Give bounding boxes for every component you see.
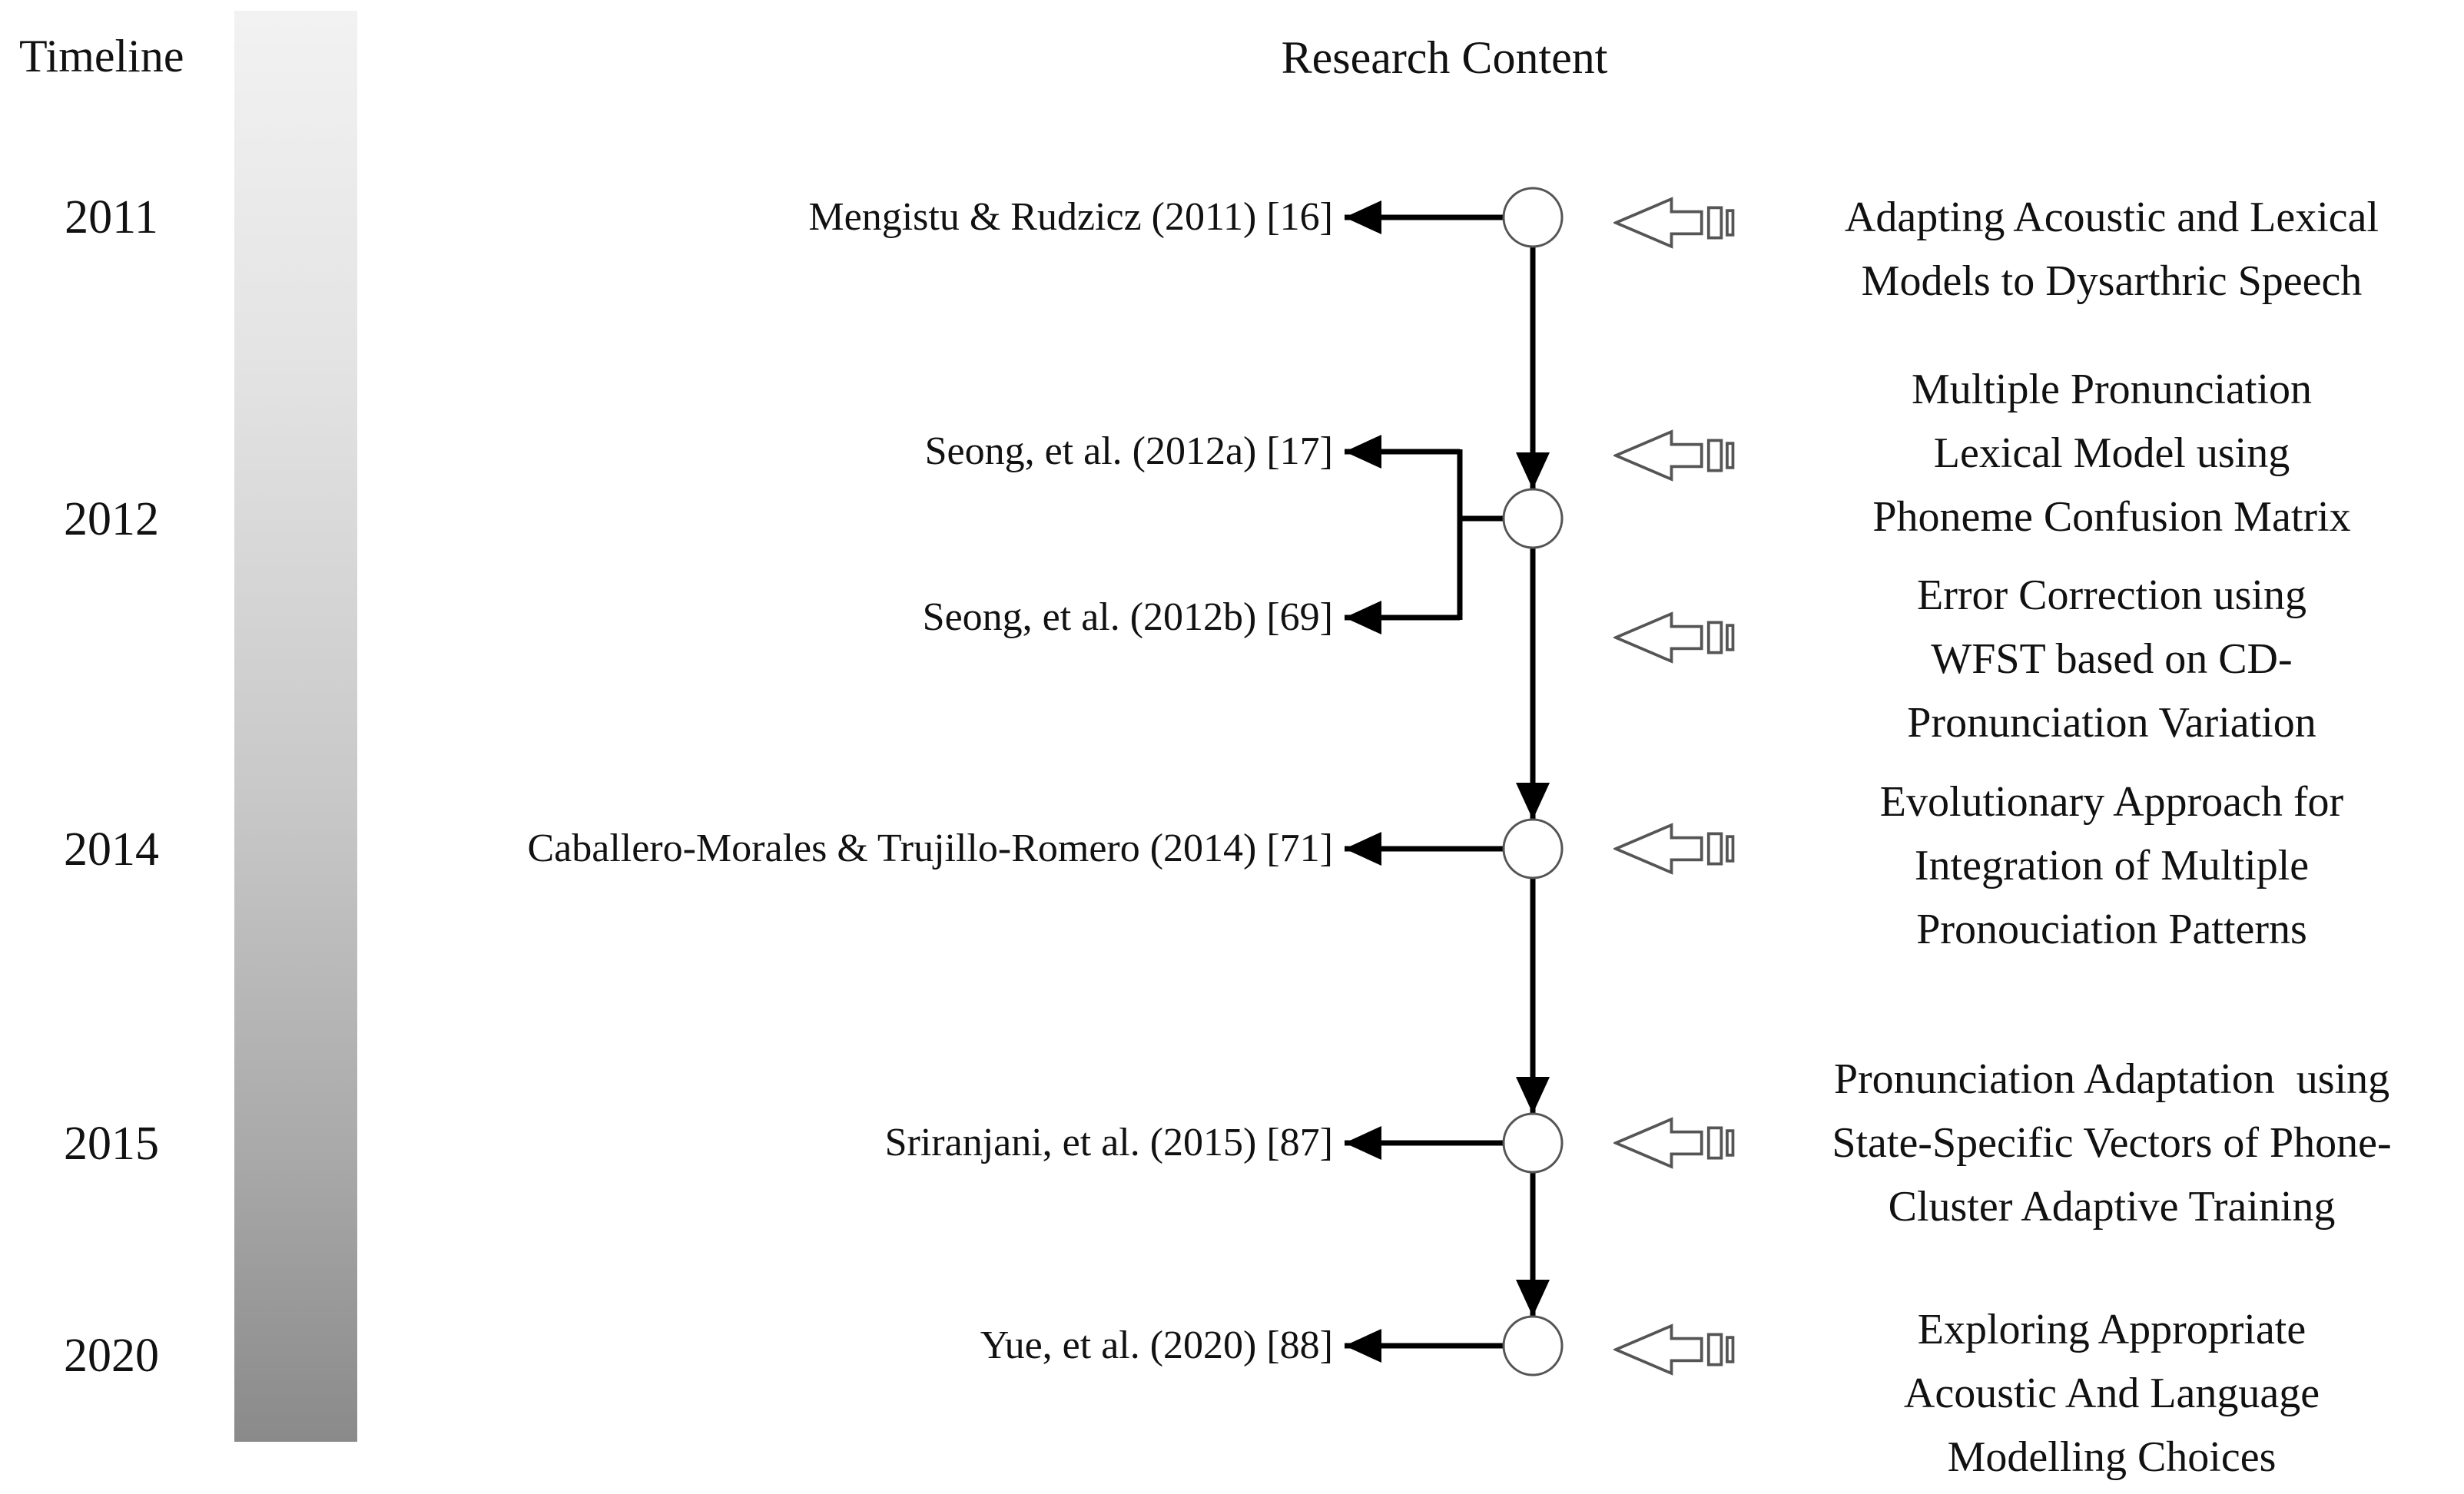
- year-label-2014: 2014: [64, 823, 159, 876]
- pointer-left-icon: [1614, 1324, 1735, 1375]
- node-circle-2011: [1502, 187, 1564, 248]
- pointer-left-icon: [1614, 1118, 1735, 1168]
- node-circle-2015: [1502, 1112, 1564, 1174]
- citation-seong-2012a: Seong, et al. (2012a) [17]: [924, 429, 1333, 473]
- pointer-left-icon: [1614, 612, 1735, 663]
- citation-yue: Yue, et al. (2020) [88]: [980, 1323, 1333, 1367]
- content-exploring-modelling: Exploring Appropriate Acoustic And Langu…: [1903, 1306, 2320, 1481]
- citation-caballero-morales: Caballero-Morales & Trujillo-Romero (201…: [527, 827, 1333, 870]
- node-circle-2012: [1502, 488, 1564, 549]
- content-multiple-pronunciation: Multiple Pronunciation Lexical Model usi…: [1872, 366, 2351, 541]
- node-circle-2014: [1502, 818, 1564, 880]
- content-pronunciation-adaptation: Pronunciation Adaptation using State-Spe…: [1832, 1055, 2392, 1231]
- year-label-2015: 2015: [64, 1118, 159, 1170]
- research-content-column-header: Research Content: [1281, 32, 1608, 83]
- timeline-column-header: Timeline: [19, 31, 184, 81]
- timeline-gradient-bar: [234, 11, 357, 1442]
- content-adapting-models: Adapting Acoustic and Lexical Models to …: [1844, 194, 2379, 305]
- year-label-2020: 2020: [64, 1330, 159, 1382]
- year-label-2012: 2012: [64, 493, 159, 545]
- content-error-correction: Error Correction using WFST based on CD-…: [1907, 571, 2316, 747]
- citation-sriranjani: Sriranjani, et al. (2015) [87]: [884, 1121, 1333, 1164]
- pointer-left-icon: [1614, 430, 1735, 481]
- pointer-left-icon: [1614, 823, 1735, 874]
- node-circle-2020: [1502, 1315, 1564, 1376]
- pointer-left-icon: [1614, 197, 1735, 248]
- content-evolutionary-approach: Evolutionary Approach for Integration of…: [1879, 778, 2344, 953]
- citation-seong-2012b: Seong, et al. (2012b) [69]: [922, 595, 1333, 639]
- citation-mengistu-rudzicz: Mengistu & Rudzicz (2011) [16]: [808, 195, 1333, 239]
- year-label-2011: 2011: [65, 191, 158, 243]
